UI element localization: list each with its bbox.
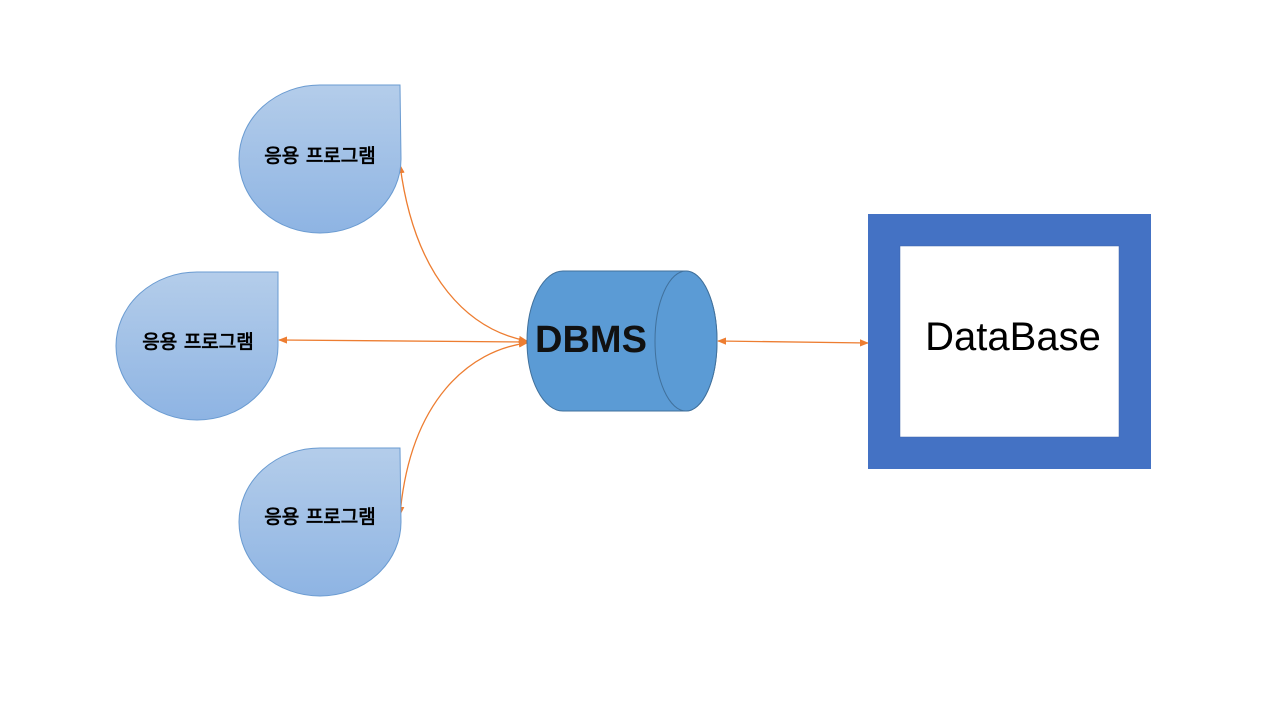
connector-dbms-app-2: [278, 336, 528, 346]
connector-dbms-database: [717, 337, 869, 347]
database-frame: DataBase: [868, 214, 1151, 469]
app-program-2: 응용 프로그램: [115, 271, 279, 421]
database-frame-inner: [899, 245, 1120, 438]
app-program-shape: [238, 447, 402, 597]
app-program-3: 응용 프로그램: [238, 447, 402, 597]
app-program-shape: [238, 84, 402, 234]
connector-dbms-app-3: [397, 340, 528, 516]
dbms-cylinder-end: [654, 270, 718, 412]
dbms-label: DBMS: [535, 319, 647, 361]
connector-dbms-app-1: [397, 164, 528, 344]
app-program-label: 응용 프로그램: [264, 145, 376, 167]
dbms-cylinder: DBMS: [526, 270, 718, 412]
app-program-label: 응용 프로그램: [264, 506, 376, 528]
database-label: DataBase: [925, 315, 1101, 359]
app-program-1: 응용 프로그램: [238, 84, 402, 234]
app-program-shape: [115, 271, 279, 421]
connectors: [278, 164, 869, 516]
app-program-label: 응용 프로그램: [142, 331, 254, 353]
